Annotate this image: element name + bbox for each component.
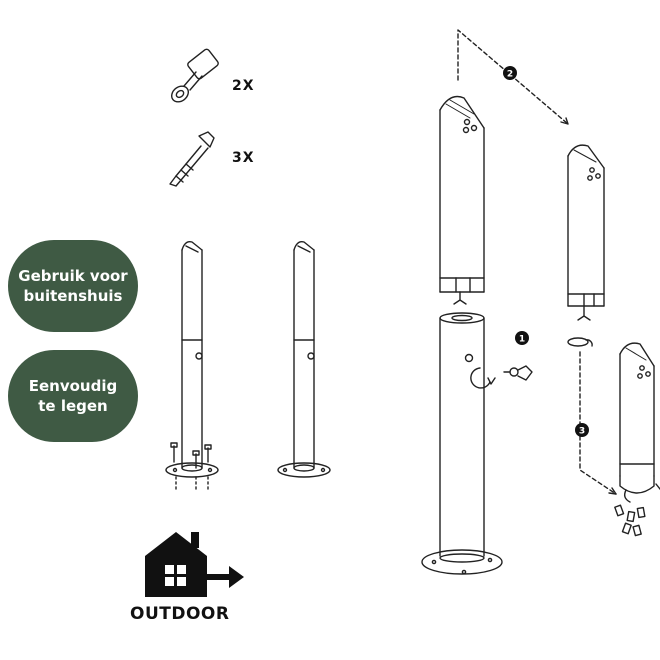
- step3-arrow: [579, 351, 617, 495]
- house-exit-icon: [145, 532, 244, 597]
- pole-assembled: [277, 240, 331, 478]
- key-insert: [503, 365, 533, 381]
- key-icon: [171, 48, 219, 103]
- big-pole-top: [439, 95, 485, 305]
- outdoor-use-text: Gebruik voor buitenshuis: [18, 267, 128, 305]
- easy-empty-text: Eenvoudig te legen: [28, 377, 118, 415]
- pole-top-removed: [567, 144, 605, 347]
- pole-emptying: [614, 342, 660, 537]
- step-3-marker: 3: [575, 423, 589, 437]
- step-3-number: 3: [579, 427, 585, 437]
- step-1-number: 1: [519, 335, 525, 345]
- big-pole-base: [421, 312, 503, 575]
- step-2-number: 2: [507, 70, 513, 80]
- key-quantity: 2X: [232, 78, 255, 94]
- outdoor-use-badge: Gebruik voor buitenshuis: [8, 240, 138, 332]
- anchor-bolt-icon: [169, 131, 215, 187]
- outdoor-label: OUTDOOR: [130, 604, 230, 624]
- bolt-quantity: 3X: [232, 150, 255, 166]
- step2-arrow: [457, 29, 569, 125]
- step-1-marker: 1: [515, 331, 529, 345]
- step-2-marker: 2: [503, 66, 517, 80]
- easy-empty-badge: Eenvoudig te legen: [8, 350, 138, 442]
- step2-arrowhead: [560, 117, 569, 125]
- pole-with-screws: [165, 240, 219, 491]
- step3-arrowhead: [608, 487, 617, 495]
